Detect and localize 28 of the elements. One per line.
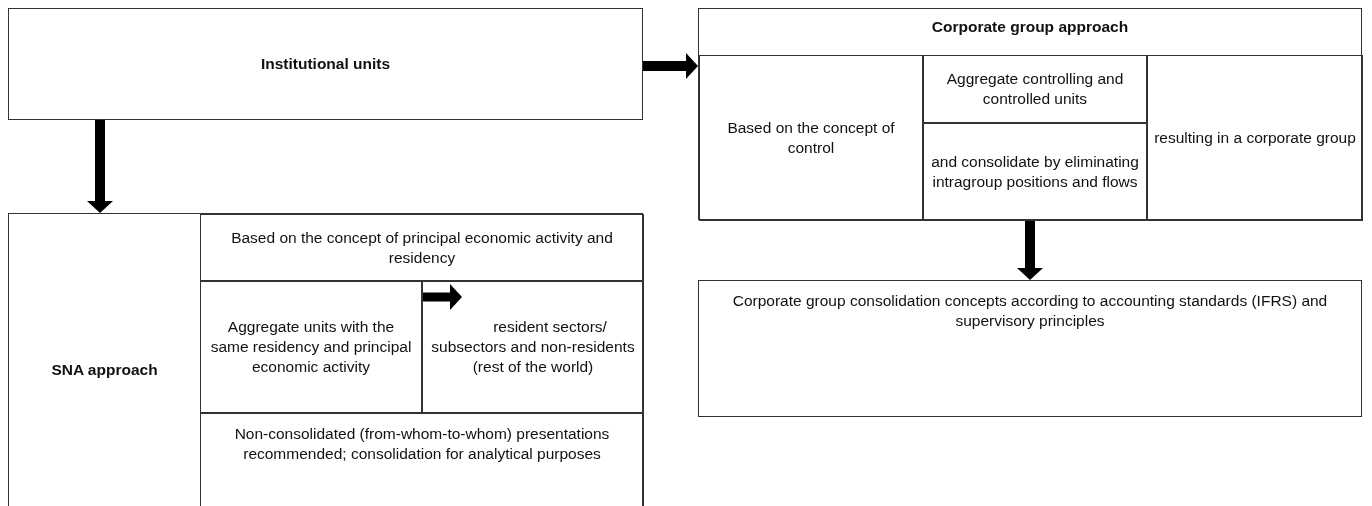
table-cell xyxy=(200,214,644,281)
table-cell xyxy=(923,123,1147,221)
table-box xyxy=(698,8,1362,220)
process-box xyxy=(698,280,1362,417)
cell-text: resulting in a corporate group xyxy=(1153,128,1357,148)
block-arrow xyxy=(1017,220,1043,280)
cell-text: Aggregate units with the same residency and principal economic activity xyxy=(209,317,413,378)
table-heading: Corporate group approach xyxy=(930,17,1130,37)
table-cell xyxy=(923,55,1147,123)
block-arrow xyxy=(87,120,113,213)
table-cell xyxy=(422,281,644,413)
cell-text: resident sectors/ subsectors and non-residents (rest of the world) xyxy=(430,317,636,378)
table-cell xyxy=(200,281,422,413)
table-cell xyxy=(699,55,923,221)
cell-text: Based on the concept of control xyxy=(726,118,896,159)
box-text: Corporate group consolidation concepts according to accounting standards (IFRS) and supervisory principles xyxy=(731,291,1329,332)
block-arrow xyxy=(643,53,698,79)
box-heading: Institutional units xyxy=(259,54,392,74)
table-box xyxy=(8,213,643,506)
cell-text: Non-consolidated (from-whom-to-whom) presentations recommended; consolidation for analytical purposes xyxy=(233,424,611,465)
process-box xyxy=(8,8,643,120)
table-cell xyxy=(1147,55,1363,221)
table-heading: SNA approach xyxy=(50,360,159,380)
cell-text: Based on the concept of principal economic activity and residency xyxy=(230,227,614,268)
block-arrow xyxy=(421,284,462,310)
cell-text: and consolidate by eliminating intragroup positions and flows xyxy=(930,152,1140,193)
table-cell xyxy=(200,413,644,506)
cell-text: Aggregate controlling and controlled units xyxy=(945,69,1125,110)
